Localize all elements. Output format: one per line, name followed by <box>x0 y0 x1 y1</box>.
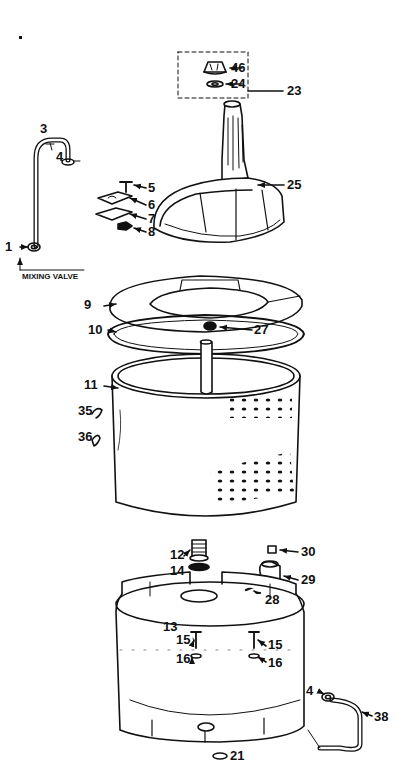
callout-number: 27 <box>254 323 268 337</box>
callout-number: 5 <box>148 181 155 195</box>
callout-number: 6 <box>148 198 155 212</box>
callout-number: 1 <box>5 240 12 254</box>
callout-number: 35 <box>78 404 92 418</box>
callout-number: 4 <box>56 150 63 164</box>
callout-number: 23 <box>287 84 301 98</box>
callout-number: 4 <box>306 684 313 698</box>
callout-number: 11 <box>84 378 98 392</box>
callout-number: 15 <box>268 638 282 652</box>
callout-number: 25 <box>287 178 301 192</box>
callout-number: 13 <box>163 620 177 634</box>
callout-number: 10 <box>88 323 102 337</box>
callout-number: 15 <box>176 633 190 647</box>
callout-number: 38 <box>374 710 388 724</box>
callout-number: 8 <box>148 225 155 239</box>
callout-number: 3 <box>40 122 47 136</box>
callout-number: 14 <box>170 564 184 578</box>
callout-number: 36 <box>78 430 92 444</box>
callout-number: 30 <box>301 545 315 559</box>
callout-number: 12 <box>170 548 184 562</box>
callout-number: 24 <box>231 77 245 91</box>
callout-number: 9 <box>84 298 91 312</box>
callout-number: 46 <box>231 61 245 75</box>
callout-number: 16 <box>176 652 190 666</box>
callout-number: 16 <box>268 656 282 670</box>
callout-number: 21 <box>230 749 244 763</box>
callout-number: 7 <box>148 212 155 226</box>
callout-number: 29 <box>301 573 315 587</box>
note-label: MIXING VALVE <box>22 272 78 281</box>
callout-number: 28 <box>265 593 279 607</box>
